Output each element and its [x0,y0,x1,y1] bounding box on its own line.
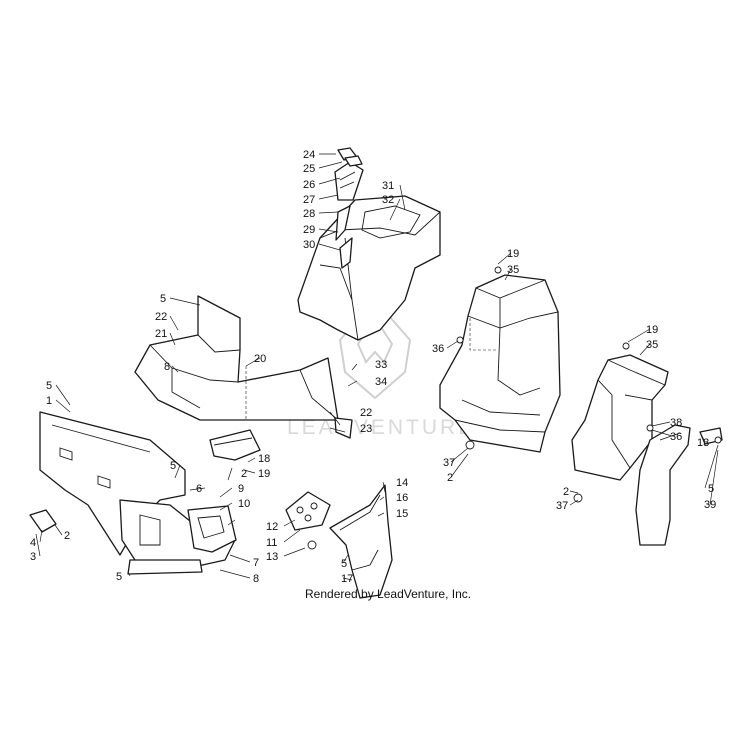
callout-label: 7 [253,557,259,569]
callout-label: 38 [670,417,682,429]
callout-label: 5 [341,558,347,570]
callout-label: 10 [238,498,250,510]
callout-label: 35 [507,264,519,276]
callout-label: 2 [563,486,569,498]
callout-label: 5 [46,380,52,392]
callout-label: 8 [164,361,170,373]
callout-label: 5 [160,293,166,305]
callout-label: 31 [382,180,394,192]
callout-label: 18 [258,453,270,465]
callout-label: 30 [303,239,315,251]
callout-label: 36 [432,343,444,355]
callout-label: 4 [30,537,36,549]
callout-label: 6 [196,483,202,495]
callout-label: 15 [396,508,408,520]
callout-label: 9 [238,483,244,495]
callout-labels: 24 25 26 27 28 29 30 31 32 5 22 21 8 20 … [30,149,716,585]
callout-label: 35 [646,339,658,351]
callout-label: 29 [303,224,315,236]
callout-label: 2 [241,468,247,480]
callout-label: 28 [303,208,315,220]
bracket-plate-part [285,491,331,550]
floor-pan-part [134,295,353,461]
callout-label: 39 [704,499,716,511]
callout-label: 17 [341,573,353,585]
tank-cover-part [439,266,561,453]
callout-label: 2 [447,472,453,484]
callout-label: 19 [646,324,658,336]
rear-cover-part [571,342,669,503]
callout-label: 8 [253,573,259,585]
watermark-text: LEADVENTURE [287,416,475,439]
callout-label: 20 [254,353,266,365]
watermark-logo: LEADVENTURE [287,298,475,439]
callout-label: 32 [382,194,394,206]
callout-label: 2 [64,530,70,542]
callout-label: 37 [443,457,455,469]
callout-label: 13 [697,437,709,449]
callout-label: 5 [170,460,176,472]
callout-label: 33 [375,359,387,371]
front-panel-part [29,411,237,575]
callout-label: 14 [396,477,408,489]
callout-label: 34 [375,376,387,388]
callout-label: 19 [507,248,519,260]
mud-flap-part [329,484,393,599]
callout-label: 27 [303,194,315,206]
callout-label: 5 [708,483,714,495]
callout-label: 24 [303,149,315,161]
fender-strip-part [635,424,723,546]
callout-label: 13 [266,551,278,563]
callout-label: 26 [303,179,315,191]
callout-label: 16 [396,492,408,504]
callout-label: 22 [155,311,167,323]
callout-label: 37 [556,500,568,512]
callout-label: 5 [116,571,122,583]
callout-label: 3 [30,551,36,563]
callout-label: 12 [266,521,278,533]
callout-label: 19 [258,468,270,480]
callout-label: 23 [360,423,372,435]
callout-label: 22 [360,407,372,419]
leader-lines [35,153,719,581]
callout-label: 11 [266,537,277,549]
footer-credit: Rendered by LeadVenture, Inc. [305,587,471,601]
callout-label: 21 [155,328,167,340]
callout-label: 36 [670,431,682,443]
callout-label: 25 [303,163,315,175]
callout-label: 1 [46,395,52,407]
